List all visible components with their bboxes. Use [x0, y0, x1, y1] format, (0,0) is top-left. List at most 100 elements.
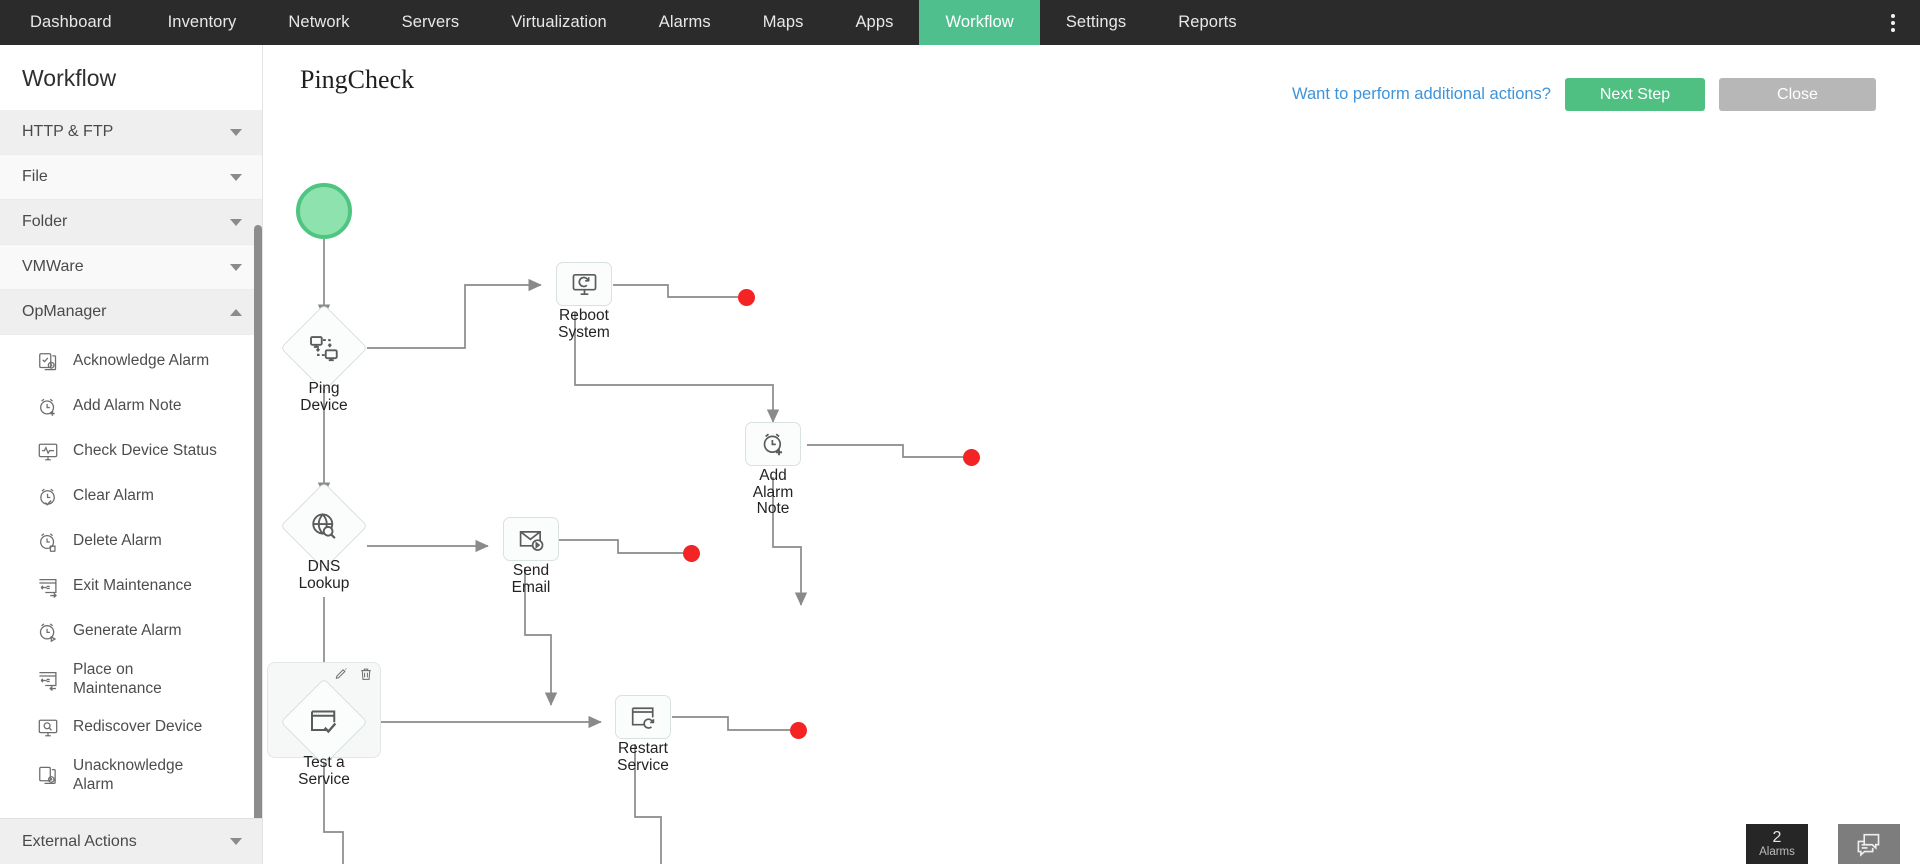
- sidebar-item-rediscover-device[interactable]: Rediscover Device: [0, 705, 262, 750]
- workflow-start-node[interactable]: [296, 183, 352, 239]
- nav-label: Workflow: [945, 13, 1014, 31]
- workflow-node-test-a-service[interactable]: Test a Service: [280, 678, 368, 788]
- send-email-icon: [518, 526, 545, 553]
- chevron-up-icon: [230, 308, 242, 316]
- check-device-status-icon: [36, 440, 60, 464]
- sidebar-item-label: Clear Alarm: [73, 487, 154, 505]
- chevron-down-icon: [230, 128, 242, 136]
- end-dot[interactable]: [963, 449, 980, 466]
- sidebar-item-label: Generate Alarm: [73, 622, 182, 640]
- start-circle[interactable]: [296, 183, 352, 239]
- alarm-count: 2: [1772, 828, 1782, 846]
- workflow-node-send-email[interactable]: Send Email: [503, 517, 559, 596]
- chat-icon: [1855, 831, 1883, 857]
- rect-shape[interactable]: [615, 695, 671, 739]
- nav-item-workflow[interactable]: Workflow: [919, 0, 1040, 45]
- sidebar-title: Workflow: [22, 65, 117, 91]
- sidebar-item-delete-alarm[interactable]: Delete Alarm: [0, 519, 262, 564]
- close-button[interactable]: Close: [1719, 78, 1876, 111]
- sidebar: Workflow HTTP & FTP File Folder VMWare O…: [0, 45, 263, 864]
- sidebar-group-label: Folder: [22, 213, 68, 230]
- diamond-shape[interactable]: [280, 482, 368, 570]
- add-alarm-note-icon: [760, 431, 787, 458]
- node-toolbar: [334, 667, 373, 681]
- rect-shape[interactable]: [556, 262, 612, 306]
- sidebar-item-check-device-status[interactable]: Check Device Status: [0, 429, 262, 474]
- sidebar-scrollbar[interactable]: [254, 225, 262, 864]
- nav-label: Servers: [401, 13, 460, 31]
- add-alarm-note-icon: [36, 395, 60, 419]
- node-label: Ping Device: [300, 380, 348, 414]
- sidebar-group-vmware[interactable]: VMWare: [0, 245, 262, 290]
- dns-lookup-icon: [309, 511, 339, 541]
- nav-item-settings[interactable]: Settings: [1040, 0, 1152, 45]
- end-dot[interactable]: [738, 289, 755, 306]
- workflow-node-dns-lookup[interactable]: DNS Lookup: [280, 482, 368, 592]
- next-step-button[interactable]: Next Step: [1565, 78, 1705, 111]
- workflow-node-reboot-system[interactable]: Reboot System: [556, 262, 612, 341]
- exit-maintenance-icon: [36, 575, 60, 599]
- delete-icon[interactable]: [359, 667, 373, 681]
- nav-item-network[interactable]: Network: [262, 0, 375, 45]
- rect-shape[interactable]: [503, 517, 559, 561]
- nav-item-maps[interactable]: Maps: [737, 0, 830, 45]
- chat-widget-button[interactable]: [1838, 824, 1900, 864]
- top-navigation-bar: Dashboard Inventory Network Servers Virt…: [0, 0, 1920, 45]
- sidebar-item-label: Acknowledge Alarm: [73, 352, 210, 370]
- page-title: PingCheck: [300, 65, 415, 94]
- alarm-count-badge[interactable]: 2 Alarms: [1746, 824, 1808, 864]
- overflow-menu-icon[interactable]: [1876, 0, 1910, 45]
- workflow-node-restart-service[interactable]: Restart Service: [615, 695, 671, 774]
- sidebar-group-label: External Actions: [22, 832, 137, 850]
- sidebar-item-acknowledge-alarm[interactable]: Acknowledge Alarm: [0, 339, 262, 384]
- alarm-label: Alarms: [1759, 846, 1795, 859]
- nav-item-apps[interactable]: Apps: [829, 0, 919, 45]
- node-label: DNS Lookup: [298, 558, 350, 592]
- chevron-down-icon: [230, 218, 242, 226]
- rediscover-device-icon: [36, 716, 60, 740]
- sidebar-group-opmanager[interactable]: OpManager: [0, 290, 262, 335]
- nav-item-servers[interactable]: Servers: [376, 0, 486, 45]
- nav-label: Virtualization: [511, 13, 607, 31]
- sidebar-item-add-alarm-note[interactable]: Add Alarm Note: [0, 384, 262, 429]
- nav-item-alarms[interactable]: Alarms: [633, 0, 737, 45]
- sidebar-item-generate-alarm[interactable]: Generate Alarm: [0, 609, 262, 654]
- node-label: Send Email: [511, 562, 551, 596]
- nav-item-dashboard[interactable]: Dashboard: [0, 0, 142, 45]
- diamond-shape[interactable]: [280, 678, 368, 766]
- end-dot[interactable]: [683, 545, 700, 562]
- nav-label: Reports: [1178, 13, 1237, 31]
- sidebar-group-external-actions[interactable]: External Actions: [0, 819, 262, 864]
- acknowledge-alarm-icon: [36, 350, 60, 374]
- sidebar-group-folder[interactable]: Folder: [0, 200, 262, 245]
- sidebar-item-place-on-maintenance[interactable]: Place on Maintenance: [0, 654, 262, 705]
- clear-alarm-icon: [36, 485, 60, 509]
- workflow-connectors: [317, 239, 963, 864]
- nav-item-virtualization[interactable]: Virtualization: [485, 0, 633, 45]
- workflow-node-ping-device[interactable]: Ping Device: [280, 304, 368, 414]
- sidebar-item-exit-maintenance[interactable]: Exit Maintenance: [0, 564, 262, 609]
- diamond-shape[interactable]: [280, 304, 368, 392]
- sidebar-item-clear-alarm[interactable]: Clear Alarm: [0, 474, 262, 519]
- workflow-canvas[interactable]: Ping Device Reboot System: [263, 117, 1920, 864]
- node-label: Reboot System: [558, 307, 610, 341]
- unacknowledge-alarm-icon: [36, 764, 60, 788]
- edit-icon[interactable]: [334, 667, 348, 681]
- sidebar-group-http-ftp[interactable]: HTTP & FTP: [0, 110, 262, 155]
- rect-shape[interactable]: [745, 422, 801, 466]
- node-label: Restart Service: [617, 740, 669, 774]
- sidebar-group-label: HTTP & FTP: [22, 123, 114, 140]
- sidebar-item-unacknowledge-alarm[interactable]: Unacknowledge Alarm: [0, 750, 262, 801]
- nav-label: Maps: [762, 13, 804, 31]
- ping-device-icon: [309, 333, 339, 363]
- additional-actions-link[interactable]: Want to perform additional actions?: [1292, 85, 1551, 103]
- sidebar-group-file[interactable]: File: [0, 155, 262, 200]
- nav-item-inventory[interactable]: Inventory: [142, 0, 263, 45]
- workflow-node-add-alarm-note[interactable]: Add Alarm Note: [745, 422, 801, 517]
- sidebar-item-label: Rediscover Device: [73, 718, 203, 736]
- nav-item-reports[interactable]: Reports: [1152, 0, 1262, 45]
- end-dot[interactable]: [790, 722, 807, 739]
- sidebar-group-label: VMWare: [22, 258, 84, 275]
- sidebar-item-label: Check Device Status: [73, 442, 217, 460]
- nav-label: Apps: [855, 13, 894, 31]
